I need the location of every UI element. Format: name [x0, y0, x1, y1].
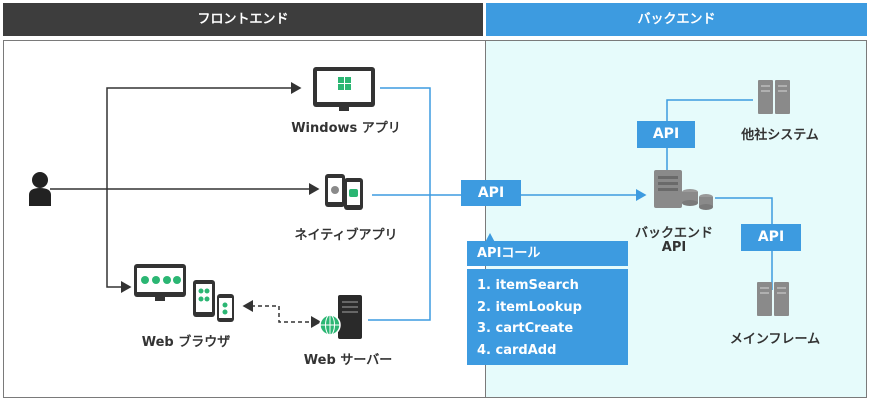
- api-call-item: 2. itemLookup: [477, 299, 582, 315]
- windows-app-label: Windows アプリ: [291, 121, 401, 136]
- frontend-header: フロントエンド: [3, 3, 483, 36]
- native-app-label: ネイティブアプリ: [294, 228, 398, 243]
- mainframe-label: メインフレーム: [729, 332, 821, 347]
- server-database-icon: [654, 170, 713, 210]
- server-icon: [758, 80, 790, 114]
- windows-monitor-icon: [313, 67, 375, 111]
- backend-header: バックエンド: [486, 3, 867, 36]
- frontend-panel: [3, 40, 485, 398]
- web-browser-label: Web ブラウザ: [141, 335, 231, 350]
- browser-devices-icon: [134, 264, 234, 322]
- api-badge-main: API: [461, 180, 521, 206]
- mainframe-server-icon: [757, 282, 789, 316]
- other-system-label: 他社システム: [741, 128, 819, 143]
- api-call-item: 3. cartCreate: [477, 321, 574, 336]
- user-connectors: [50, 82, 320, 293]
- api-badge-other-system: API: [637, 121, 695, 148]
- mobile-devices-icon: [325, 174, 363, 210]
- api-call-item: 1. itemSearch: [477, 278, 579, 293]
- browser-server-link: [242, 300, 322, 328]
- api-call-item: 4. cardAdd: [477, 342, 557, 358]
- api-badge-mainframe: API: [741, 224, 801, 251]
- backend-api-label-line2: API: [661, 240, 687, 255]
- user-icon: [29, 172, 51, 206]
- api-call-title: APIコール: [467, 241, 628, 266]
- web-server-icon: [319, 295, 362, 339]
- api-call-list: 1. itemSearch 2. itemLookup 3. cartCreat…: [467, 269, 628, 365]
- backend-api-label-line1: バックエンド: [634, 226, 713, 241]
- web-server-label: Web サーバー: [303, 353, 393, 368]
